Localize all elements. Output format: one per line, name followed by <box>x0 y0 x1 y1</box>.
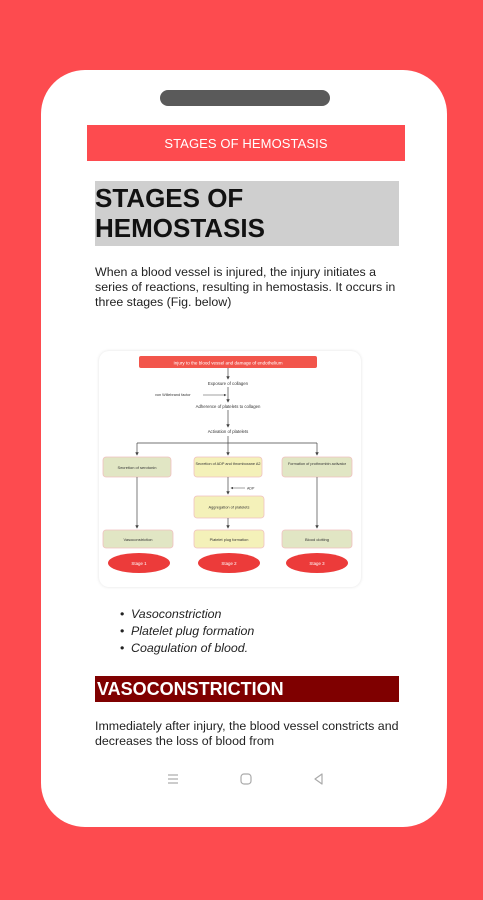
plug-label: Platelet plug formation <box>210 537 249 542</box>
app-bar-title: STAGES OF HEMOSTASIS <box>164 135 328 151</box>
menu-icon <box>168 774 179 784</box>
hemostasis-diagram: Injury to the blood vessel and damage of… <box>99 351 361 587</box>
vasoconstriction-label: Vasoconstriction <box>123 537 152 542</box>
stage1-badge <box>108 553 170 573</box>
adp-small-label: ADP <box>247 487 255 491</box>
stage1-label: Stage 1 <box>131 561 147 566</box>
prothrombin-box <box>281 456 353 478</box>
list-item: Platelet plug formation <box>120 623 254 640</box>
adp-box <box>193 456 263 478</box>
phone-frame: STAGES OF HEMOSTASIS STAGES OF HEMOSTASI… <box>41 70 447 827</box>
stage2-label: Stage 2 <box>221 561 237 566</box>
intro-paragraph: When a blood vessel is injured, the inju… <box>95 265 396 309</box>
serotonin-label: Secretion of serotonin <box>118 465 157 470</box>
app-screen: STAGES OF HEMOSTASIS STAGES OF HEMOSTASI… <box>87 125 405 759</box>
section-paragraph: Immediately after injury, the blood vess… <box>95 719 399 748</box>
aggregation-box <box>193 495 265 519</box>
injury-label: Injury to the blood vessel and damage of… <box>173 361 282 366</box>
aggregation-label: Aggregation of platelets <box>209 505 250 510</box>
list-item: Coagulation of blood. <box>120 640 254 657</box>
app-bar: STAGES OF HEMOSTASIS <box>87 125 405 161</box>
diagram-svg: Injury to the blood vessel and damage of… <box>102 356 353 573</box>
prothrombin-label: Formation of prothrombin activator <box>288 462 347 466</box>
back-button[interactable] <box>307 767 331 791</box>
vwf-label: von Willebrand factor <box>155 393 191 397</box>
vasoconstriction-box <box>102 529 174 549</box>
home-button[interactable] <box>234 767 258 791</box>
stage3-badge <box>286 553 348 573</box>
menu-button[interactable] <box>161 767 185 791</box>
step-activation: Activation of platelets <box>208 429 249 434</box>
adp-box-label: Secretion of ADP and thromboxane A2 <box>196 462 261 466</box>
injury-box <box>139 356 317 368</box>
section-heading: VASOCONSTRICTION <box>95 676 399 702</box>
back-icon <box>314 773 323 785</box>
stages-list: Vasoconstriction Platelet plug formation… <box>120 606 254 657</box>
clotting-box <box>281 529 353 549</box>
list-item: Vasoconstriction <box>120 606 254 623</box>
clotting-label: Blood clotting <box>305 537 329 542</box>
speaker-grill <box>160 90 330 106</box>
system-nav-bar <box>87 759 405 799</box>
step-adherence: Adherence of platelets to collagen <box>196 404 261 409</box>
step-exposure-collagen: Exposure of collagen <box>208 381 249 386</box>
home-icon <box>240 773 252 785</box>
stage2-badge <box>198 553 260 573</box>
stage3-label: Stage 3 <box>309 561 325 566</box>
page-title: STAGES OF HEMOSTASIS <box>95 181 399 246</box>
plug-box <box>193 529 265 549</box>
